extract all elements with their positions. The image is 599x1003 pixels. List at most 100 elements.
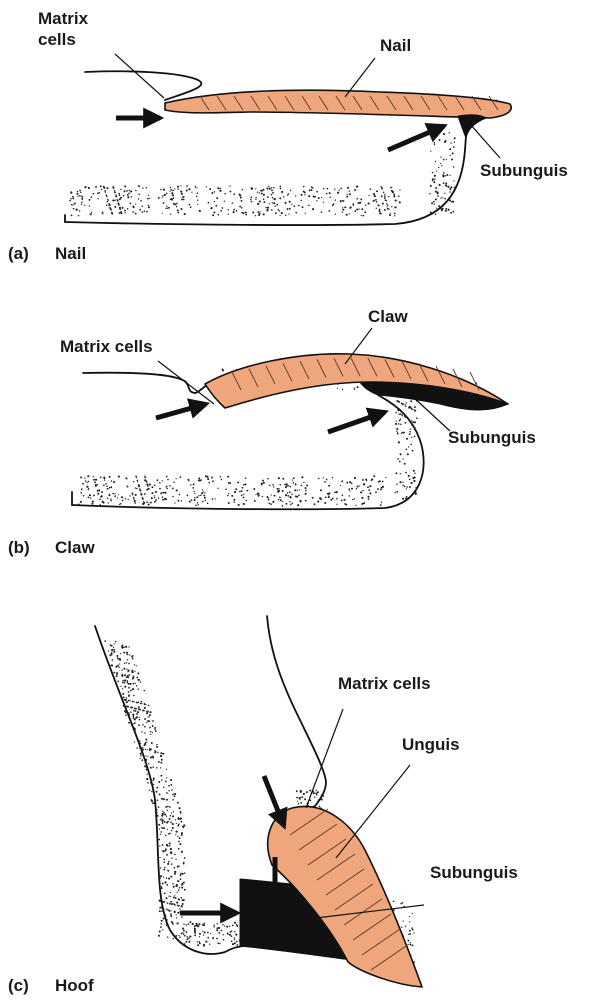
- stipple-dot: [381, 487, 383, 489]
- stipple-dot: [171, 863, 173, 865]
- stipple-dot: [147, 749, 148, 750]
- stipple-dot: [124, 210, 126, 212]
- stipple-dot: [178, 848, 180, 850]
- stipple-dot: [186, 938, 188, 940]
- stipple-dot: [405, 405, 407, 407]
- stipple-dot: [335, 214, 336, 215]
- stipple-dot: [444, 193, 445, 194]
- stipple-dot: [156, 767, 158, 769]
- stipple-dot: [334, 491, 336, 493]
- stipple-dot: [183, 934, 185, 936]
- stipple-dot: [147, 205, 148, 206]
- stipple-dot: [179, 807, 181, 809]
- stipple-dot: [136, 747, 137, 748]
- stipple-dot: [161, 886, 162, 887]
- stipple-dot: [164, 901, 166, 903]
- stipple-dot: [162, 822, 164, 824]
- stipple-dot: [165, 498, 167, 500]
- stipple-dot: [281, 212, 283, 214]
- stipple-dot: [162, 496, 164, 498]
- stipple-dot: [152, 720, 154, 722]
- stipple-dot: [234, 937, 235, 938]
- stipple-dot: [168, 821, 169, 822]
- stipple-dot: [163, 859, 165, 861]
- stipple-dot: [128, 192, 130, 194]
- stipple-dot: [173, 897, 175, 899]
- stipple-dot: [443, 159, 445, 161]
- stipple-dot: [167, 806, 169, 808]
- stipple-dot: [368, 195, 369, 196]
- stipple-dot: [305, 488, 306, 489]
- stipple-dot: [363, 483, 365, 485]
- stipple-dot: [166, 877, 168, 879]
- stipple-dot: [411, 482, 413, 484]
- stipple-dot: [203, 924, 205, 926]
- stipple-dot: [365, 204, 366, 205]
- stipple-dot: [126, 652, 128, 654]
- stipple-dot: [162, 753, 164, 755]
- stipple-dot: [277, 209, 279, 211]
- stipple-dot: [384, 194, 386, 196]
- stipple-dot: [213, 211, 215, 213]
- stipple-dot: [109, 476, 111, 478]
- stipple-dot: [298, 803, 300, 805]
- stipple-dot: [318, 478, 319, 479]
- stipple-dot: [179, 887, 181, 889]
- stipple-dot: [173, 934, 174, 935]
- stipple-dot: [195, 505, 197, 507]
- stipple-dot: [147, 711, 149, 713]
- stipple-dot: [124, 190, 126, 192]
- stipple-dot: [388, 209, 389, 210]
- stipple-dot: [88, 199, 90, 201]
- stipple-dot: [376, 201, 378, 203]
- stipple-dot: [161, 759, 163, 761]
- stipple-dot: [293, 477, 295, 479]
- stipple-dot: [435, 161, 436, 162]
- stipple-dot: [354, 477, 356, 479]
- stipple-dot: [105, 192, 106, 193]
- stipple-dot: [395, 412, 397, 414]
- stipple-dot: [197, 925, 199, 927]
- stipple-dot: [357, 386, 359, 388]
- stipple-dot: [128, 700, 130, 702]
- stipple-dot: [186, 936, 188, 938]
- stipple-dot: [373, 475, 375, 477]
- stipple-dot: [199, 210, 201, 212]
- stipple-dot: [95, 479, 97, 481]
- stipple-dot: [441, 206, 442, 207]
- stipple-dot: [152, 725, 154, 727]
- stipple-dot: [103, 485, 105, 487]
- stipple-dot: [142, 751, 143, 752]
- stipple-dot: [234, 939, 235, 940]
- leader-subunguis-a: [470, 124, 500, 158]
- stipple-dot: [231, 935, 233, 937]
- stipple-dot: [146, 501, 148, 503]
- stipple-dot: [274, 198, 276, 200]
- stipple-dot: [291, 204, 292, 205]
- stipple-dot: [169, 845, 170, 846]
- caption-c-letter: (c): [8, 976, 29, 995]
- stipple-dot: [274, 495, 276, 497]
- stipple-dot: [166, 854, 168, 856]
- stipple-dot: [323, 795, 324, 796]
- stipple-dot: [269, 484, 271, 486]
- stipple-dot: [349, 190, 350, 191]
- stipple-dot: [273, 202, 275, 204]
- stipple-dot: [259, 192, 260, 193]
- stipple-dot: [150, 767, 152, 769]
- stipple-dot: [177, 836, 178, 837]
- stipple-dot: [379, 480, 381, 482]
- stipple-dot: [123, 696, 125, 698]
- stipple-dot: [163, 861, 165, 863]
- stipple-dot: [169, 190, 170, 191]
- stipple-dot: [237, 482, 239, 484]
- stipple-dot: [212, 214, 214, 216]
- stipple-dot: [131, 493, 133, 495]
- stipple-dot: [316, 794, 318, 796]
- stipple-dot: [133, 710, 135, 712]
- stipple-dot: [141, 759, 143, 761]
- stipple-dot: [132, 688, 134, 690]
- stipple-dot: [157, 799, 159, 801]
- stipple-dot: [346, 194, 347, 195]
- stipple-dot: [287, 195, 288, 196]
